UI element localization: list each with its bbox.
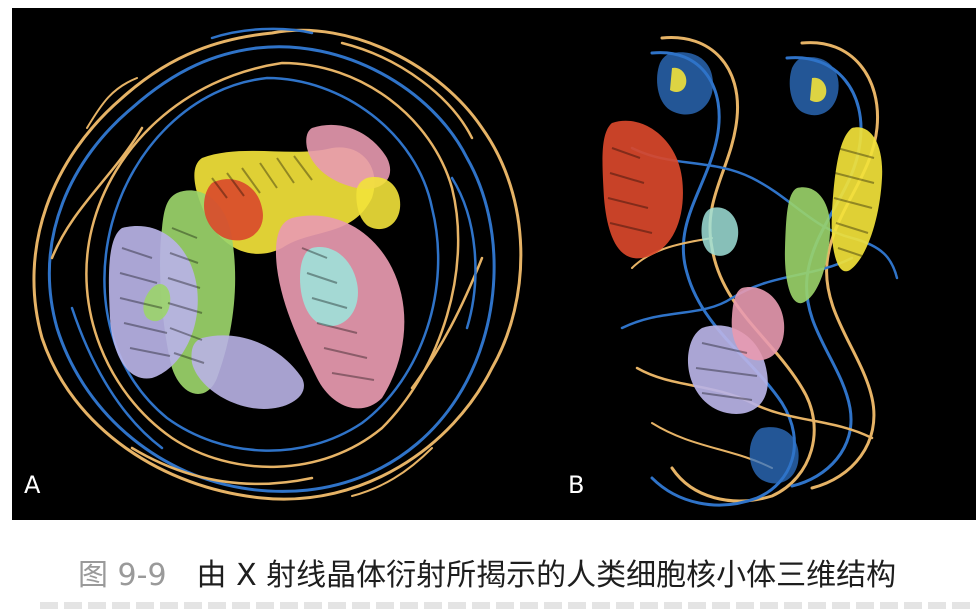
dna-strand-orange-a (32, 28, 523, 501)
panel-a-structure (32, 27, 523, 501)
histone-lavender-a2 (191, 335, 304, 409)
histone-cyan-a (300, 247, 358, 327)
histone-green-b (784, 187, 831, 304)
panel-label-a: A (24, 471, 41, 499)
panel-label-b: B (568, 471, 585, 499)
histone-red-b (602, 120, 683, 259)
nucleosome-structure-image (32, 27, 899, 507)
histone-pink-b (731, 287, 785, 361)
next-line-bleed (40, 602, 976, 609)
figure-title: 由 X 射线晶体衍射所揭示的人类细胞核小体三维结构 (196, 558, 897, 593)
histone-pink-a2 (306, 124, 391, 189)
histone-red-a (204, 179, 263, 241)
panel-b-structure (602, 36, 899, 507)
histone-yellow-b (831, 127, 883, 272)
figure-image: A B (12, 8, 976, 520)
dna-strand-blue-a (48, 45, 496, 493)
figure-caption: 图 9-9 由 X 射线晶体衍射所揭示的人类细胞核小体三维结构 (78, 556, 896, 596)
figure-number: 图 9-9 (78, 558, 167, 593)
